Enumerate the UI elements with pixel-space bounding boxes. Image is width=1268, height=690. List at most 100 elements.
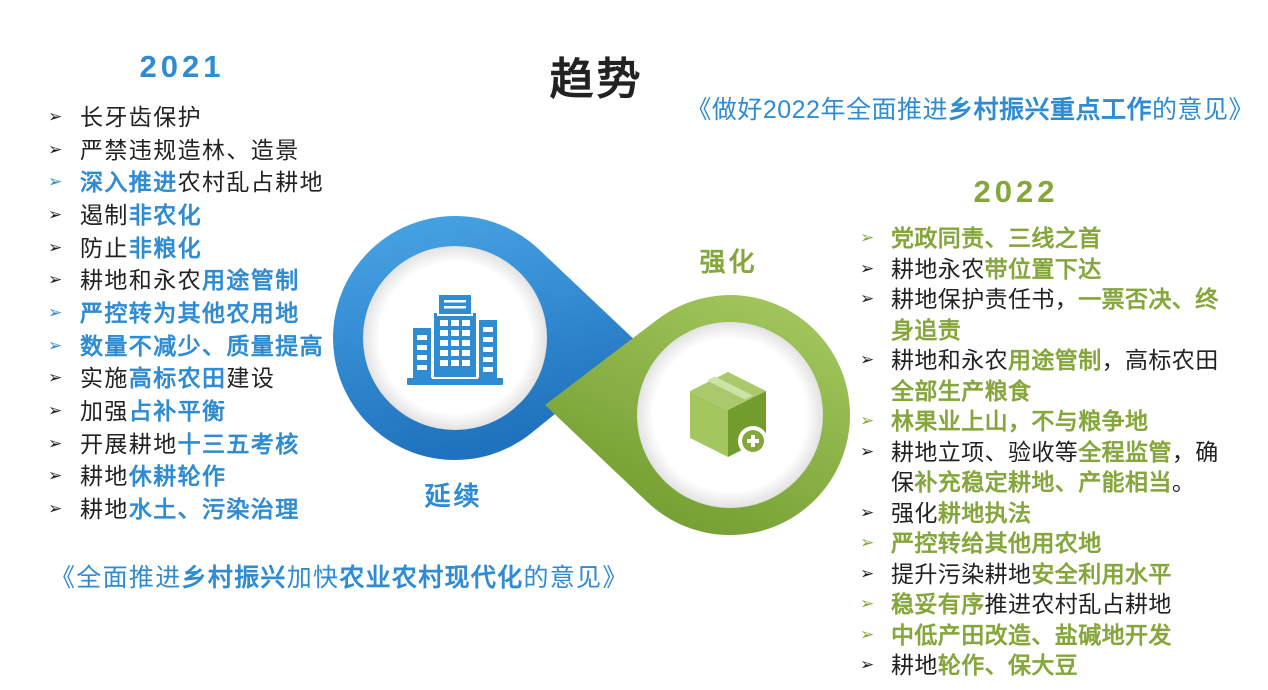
highlighted-phrase: 非粮化 [128,234,203,261]
text-segment: 农村乱占耕地 [177,169,325,196]
list-item-text: 严控转给其他用农地 [891,530,1102,556]
list-item-text: 数量不减少、质量提高 [80,333,324,359]
text-segment: 耕地 [80,496,129,523]
list-item: ➢党政同责、三线之首 [860,223,1227,254]
list-item: ➢ 耕地永农带位置下达 [860,254,1227,285]
text-segment: 《做好2022年全面推进 [686,96,948,124]
building-icon [407,293,503,385]
arrow-bullet-icon: ➢ [48,499,63,520]
list-item: ➢ 耕地轮作、保大豆 [860,650,1227,681]
highlighted-phrase: 稳妥有序 [891,591,985,617]
highlighted-phrase: 严控转给其他用农地 [891,530,1102,556]
text-segment: 实施 [80,365,129,392]
highlighted-phrase: 水土、污染治理 [128,496,300,523]
list-item-text: 耕地和永农用途管制 [80,267,300,293]
arrow-bullet-icon: ➢ [860,655,875,675]
highlighted-phrase: 占补平衡 [128,398,227,425]
list-item-text: 加强占补平衡 [80,398,226,424]
list-item-text: 党政同责、三线之首 [891,225,1102,251]
box-plus-icon [690,372,768,457]
text-segment: 《全面推进 [50,564,182,592]
arrow-bullet-icon: ➢ [48,401,63,422]
list-item: ➢ 严禁违规造林、造景 [48,134,324,167]
highlighted-phrase: 轮作、保大豆 [937,652,1079,678]
list-item-text: 开展耕地十三五考核 [80,431,300,457]
list-item: ➢稳妥有序推进农村乱占耕地 [860,589,1227,620]
text-segment: 耕地 [891,652,938,678]
policy-document-2021-title: 《全面推进乡村振兴加快农业农村现代化的意见》 [50,563,629,593]
highlighted-phrase: 用途管制 [1008,347,1102,373]
highlighted-phrase: 全部生产粮食 [891,377,1032,404]
text-segment: 耕地和永农 [80,267,202,294]
highlighted-phrase: 一票否决、终身追责 [891,286,1219,343]
list-item-text: 耕地和永农用途管制，高标农田全部生产粮食 [891,347,1219,404]
box-left-face [690,391,728,457]
list-item: ➢遏制非农化 [48,199,324,232]
text-segment: 耕地永农 [891,255,985,282]
list-item-text: 耕地轮作、保大豆 [891,652,1078,678]
list-item: ➢ 林果业上山，不与粮争地 [860,406,1227,437]
arrow-bullet-icon: ➢ [860,563,875,584]
list-item-text: 耕地水土、污染治理 [80,496,300,522]
highlighted-phrase: 乡村振兴 [181,564,287,592]
highlighted-phrase: 中低产田改造、盐碱地开发 [891,621,1172,648]
strengthen-label: 强化 [699,248,758,278]
text-segment: 强化 [891,499,938,526]
highlighted-phrase: 严控转为其他农用地 [80,300,300,327]
arrow-bullet-icon: ➢ [860,289,875,309]
list-item-text: 实施高标农田建设 [80,365,275,391]
highlighted-phrase: 十三五考核 [177,430,300,457]
list-item-text: 深入推进农村乱占耕地 [80,169,324,195]
arrow-bullet-icon: ➢ [48,335,63,356]
list-2021: ➢长牙齿保护➢严禁违规造林、造景➢深入推进农村乱占耕地➢遏制非农化➢防止非粮化➢… [48,101,324,526]
year-heading-2021: 2021 [139,49,225,84]
highlighted-phrase: 用途管制 [202,267,300,294]
policy-document-2022-title: 《做好2022年全面推进乡村振兴重点工作的意见》 [686,95,1254,125]
building-sign [437,293,473,316]
highlighted-phrase: 农业农村现代化 [339,564,524,592]
arrow-bullet-icon: ➢ [860,441,875,462]
text-segment: 严禁违规造林、造景 [80,136,300,163]
list-item: ➢ 强化耕地执法 [860,498,1227,529]
text-segment: 耕地和永农 [891,347,1008,373]
building-windows [417,300,493,372]
list-item: ➢严控转为其他农用地 [48,297,324,330]
list-item: ➢深入推进农村乱占耕地 [48,166,324,199]
arrow-bullet-icon: ➢ [48,205,63,226]
highlighted-phrase: 耕地执法 [937,499,1032,526]
arrow-bullet-icon: ➢ [860,502,875,523]
arrow-bullet-icon: ➢ [48,107,63,127]
highlighted-phrase: 深入推进 [80,169,178,196]
continue-label: 延续 [424,482,483,512]
box-tape-stripe [707,376,753,400]
building-base [407,378,503,385]
highlighted-phrase: 全程监管 [1078,438,1172,465]
text-segment: 。 [1171,469,1196,495]
list-item: ➢ 提升污染耕地安全利用水平 [860,559,1227,590]
arrow-bullet-icon: ➢ [48,139,63,160]
text-segment: 建设 [226,365,276,392]
highlighted-phrase: 高标农田 [128,365,227,392]
highlighted-phrase: 林果业上山，不与粮争地 [891,408,1149,434]
list-item-text: 严控转为其他农用地 [80,300,300,326]
text-segment: 提升污染耕地 [891,560,1032,587]
list-2022: ➢党政同责、三线之首➢耕地永农带位置下达➢耕地保护责任书，一票否决、终身追责➢耕… [860,223,1227,681]
highlighted-phrase: 数量不减少、质量提高 [80,332,324,359]
list-item-text: 耕地保护责任书，一票否决、终身追责 [891,286,1219,343]
list-item-text: 耕地永农带位置下达 [891,256,1102,282]
list-item: ➢耕地和永农用途管制 [48,264,324,297]
list-item-text: 稳妥有序推进农村乱占耕地 [891,591,1172,617]
arrow-bullet-icon: ➢ [48,237,63,258]
list-item-text: 提升污染耕地安全利用水平 [891,561,1172,587]
page-title: 趋势 [549,54,644,105]
arrow-bullet-icon: ➢ [860,350,875,370]
list-item-text: 耕地立项、验收等全程监管，确保补充稳定耕地、产能相当。 [891,439,1219,496]
arrow-bullet-icon: ➢ [860,411,875,431]
list-item-text: 中低产田改造、盐碱地开发 [891,622,1172,648]
list-item: ➢ 耕地和永农用途管制，高标农田全部生产粮食 [860,345,1227,406]
arrow-bullet-icon: ➢ [860,258,875,279]
list-item: ➢ 耕地保护责任书，一票否决、终身追责 [860,284,1227,345]
arrow-bullet-icon: ➢ [860,624,875,645]
list-item-text: 防止非粮化 [80,235,202,261]
